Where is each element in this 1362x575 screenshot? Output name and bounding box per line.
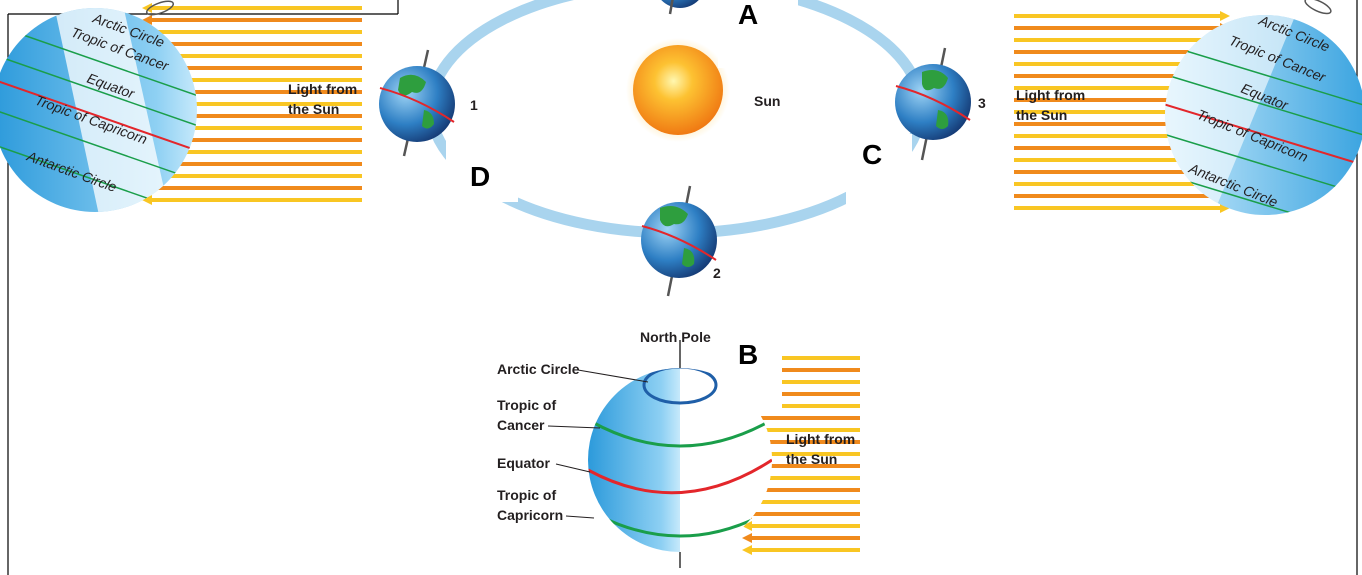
label-box-a [718, 0, 798, 68]
left-globe [0, 0, 197, 212]
sun [626, 38, 730, 142]
bottom-globe-labels: North Pole Arctic Circle Tropic of Cance… [497, 329, 855, 523]
label-a: A [738, 0, 758, 30]
earth-position-2 [641, 185, 717, 297]
earth-1-label: 1 [470, 97, 478, 113]
label-d: D [470, 161, 490, 192]
label-box-b [720, 332, 782, 410]
bottom-equator-label: Equator [497, 455, 550, 471]
earth-3-label: 3 [978, 95, 986, 111]
bottom-light-line1: Light from [786, 431, 855, 447]
right-light-label: Light from the Sun [1016, 87, 1085, 123]
bottom-arctic-label: Arctic Circle [497, 361, 580, 377]
bottom-capricorn-line1: Tropic of [497, 487, 556, 503]
earth-position-4-partial [661, 0, 699, 15]
right-light-line1: Light from [1016, 87, 1085, 103]
light-ray-arrowhead [742, 533, 752, 543]
left-light-label: Light from the Sun [288, 81, 357, 117]
earth-position-1 [379, 49, 455, 157]
label-b: B [738, 339, 758, 370]
light-ray-arrowhead [742, 545, 752, 555]
earth-2-label: 2 [713, 265, 721, 281]
right-light-line2: the Sun [1016, 107, 1067, 123]
earth-position-3 [895, 47, 971, 161]
sun-label: Sun [754, 93, 780, 109]
light-ray-arrowhead [142, 3, 152, 13]
light-ray-arrowhead [142, 15, 152, 25]
left-light-line2: the Sun [288, 101, 339, 117]
north-pole-label: North Pole [640, 329, 711, 345]
light-ray-arrowhead [742, 521, 752, 531]
light-ray-arrowhead [142, 195, 152, 205]
bottom-cancer-line2: Cancer [497, 417, 545, 433]
label-box-c [846, 134, 912, 214]
light-ray-arrowhead [1220, 11, 1230, 21]
label-box-d [446, 140, 518, 202]
bottom-cancer-line1: Tropic of [497, 397, 556, 413]
bottom-capricorn-line2: Capricorn [497, 507, 563, 523]
left-light-line1: Light from [288, 81, 357, 97]
bottom-light-line2: the Sun [786, 451, 837, 467]
label-c: C [862, 139, 882, 170]
